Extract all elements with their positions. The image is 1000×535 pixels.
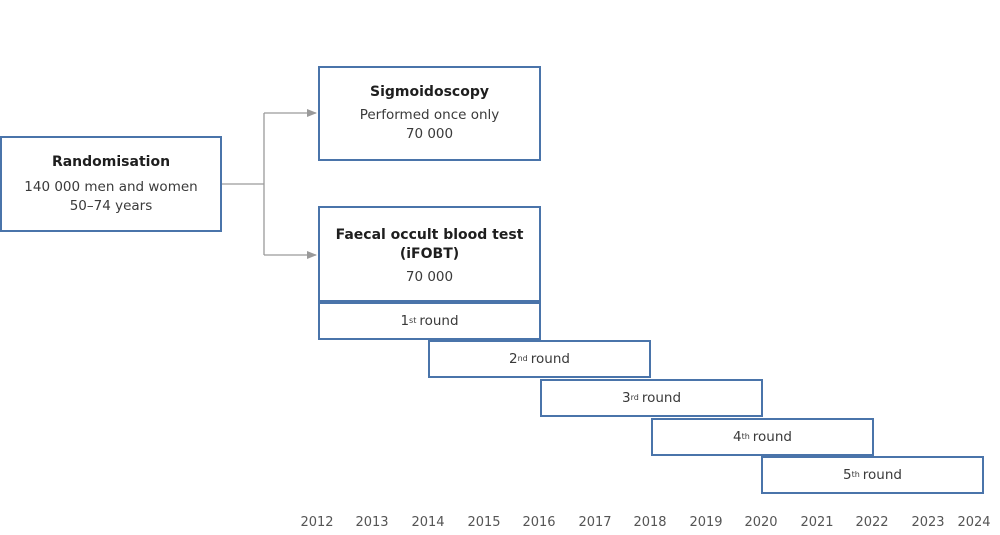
round-2-number: 2 <box>509 351 518 367</box>
year-label: 2024 <box>957 515 991 530</box>
year-label: 2015 <box>467 515 501 530</box>
fobt-count: 70 000 <box>405 269 454 285</box>
year-label: 2021 <box>800 515 834 530</box>
sigmoidoscopy-frequency: Performed once only <box>359 107 500 123</box>
randomisation-age-range: 50–74 years <box>69 197 153 214</box>
year-label: 2018 <box>633 515 667 530</box>
year-axis: 2012 2013 2014 2015 2016 2017 2018 2019 … <box>0 515 1000 535</box>
round-3-label: round <box>641 390 682 406</box>
randomisation-title: Randomisation <box>51 153 171 170</box>
year-label: 2016 <box>522 515 556 530</box>
round-5-suffix: th <box>851 469 860 479</box>
round-5-number: 5 <box>842 467 852 483</box>
round-4-number: 4 <box>732 429 742 445</box>
round-4-label: round <box>752 429 792 445</box>
round-3-number: 3 <box>621 390 631 406</box>
year-label: 2017 <box>578 515 612 530</box>
round-3-suffix: rd <box>630 392 639 402</box>
round-2-label: round <box>530 351 570 367</box>
year-label: 2023 <box>911 515 945 530</box>
sigmoidoscopy-count: 70 000 <box>405 126 454 142</box>
round-1-number: 1 <box>400 313 410 329</box>
year-label: 2020 <box>744 515 778 530</box>
year-label: 2014 <box>411 515 445 530</box>
sigmoidoscopy-box: Sigmoidoscopy Performed once only 70 000 <box>318 66 541 161</box>
sigmoidoscopy-title: Sigmoidoscopy <box>370 84 489 100</box>
round-1-label: round <box>419 313 459 329</box>
randomisation-box: Randomisation 140 000 men and women 50–7… <box>0 136 222 232</box>
round-1-suffix: st <box>409 315 417 325</box>
year-label: 2013 <box>355 515 389 530</box>
randomisation-participants: 140 000 men and women <box>24 178 198 195</box>
year-label: 2019 <box>689 515 723 530</box>
round-4-suffix: th <box>741 431 750 441</box>
year-label: 2012 <box>300 515 334 530</box>
round-2-suffix: nd <box>517 353 528 363</box>
round-5-label: round <box>862 467 902 483</box>
fobt-box: Faecal occult blood test (iFOBT) 70 000 <box>318 206 541 302</box>
fobt-title: Faecal occult blood test <box>335 227 524 243</box>
fobt-abbreviation: (iFOBT) <box>399 246 460 262</box>
year-label: 2022 <box>855 515 889 530</box>
